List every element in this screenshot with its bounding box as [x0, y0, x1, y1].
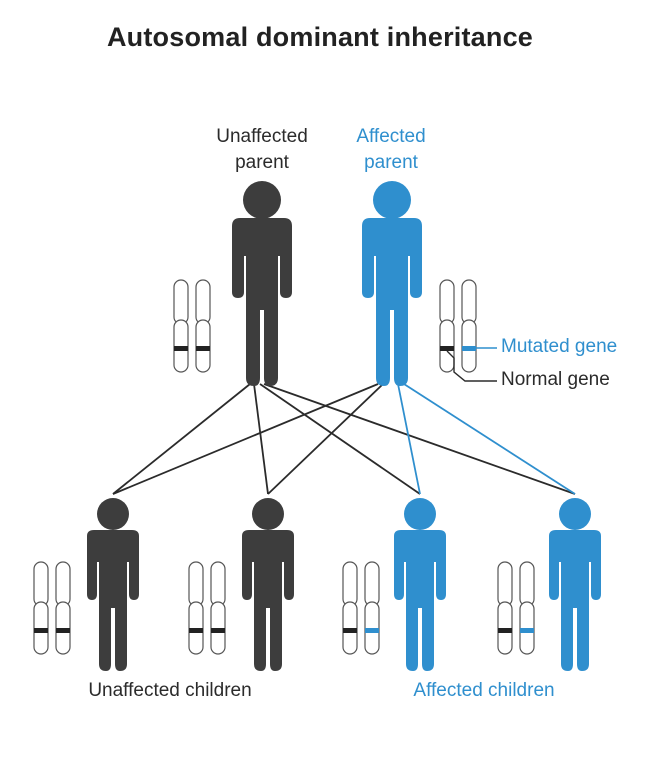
mutated-gene-label: Mutated gene [501, 336, 618, 357]
callout-leaders [446, 347, 497, 382]
affected-child-2-person-icon [549, 498, 601, 671]
unaffected-children-label: Unaffected children [88, 680, 252, 701]
unaffected-parent-person-icon [232, 181, 292, 386]
line-affected-to-child2 [267, 383, 384, 495]
normal-gene-leader [446, 350, 497, 382]
affected-child-2-chromosome-pair-icon [497, 561, 535, 655]
unaffected-child-2-chromosome-pair-icon [188, 561, 226, 655]
affected-parent-label-line2: parent [364, 152, 418, 173]
diagram-title: Autosomal dominant inheritance [106, 22, 534, 52]
affected-child-1-person-icon [394, 498, 446, 671]
affected-parent-label: Affected parent [336, 124, 446, 176]
affected-child-1-chromosome-pair-icon [342, 561, 380, 655]
affected-children-label: Affected children [413, 680, 555, 701]
unaffected-parent-label-line1: Unaffected [216, 126, 308, 147]
line-affected-to-child3 [397, 383, 421, 495]
inheritance-lines [112, 383, 576, 495]
line-unaffected-to-child2 [253, 383, 269, 495]
unaffected-child-1-chromosome-pair-icon [33, 561, 71, 655]
unaffected-parent-label-line2: parent [235, 152, 289, 173]
unaffected-parent-chromosome-pair-icon [173, 279, 211, 373]
affected-parent-person-icon [362, 181, 422, 386]
line-unaffected-to-child4 [263, 383, 576, 495]
line-unaffected-to-child1 [112, 383, 251, 495]
line-unaffected-to-child3 [259, 383, 421, 495]
affected-parent-chromosome-pair-icon [439, 279, 477, 373]
unaffected-child-1-person-icon [87, 498, 139, 671]
unaffected-parent-label: Unaffected parent [200, 124, 324, 176]
affected-parent-label-line1: Affected [356, 126, 426, 147]
unaffected-child-2-person-icon [242, 498, 294, 671]
normal-gene-label: Normal gene [501, 369, 610, 390]
line-affected-to-child4 [403, 383, 576, 495]
line-affected-to-child1 [112, 383, 379, 495]
